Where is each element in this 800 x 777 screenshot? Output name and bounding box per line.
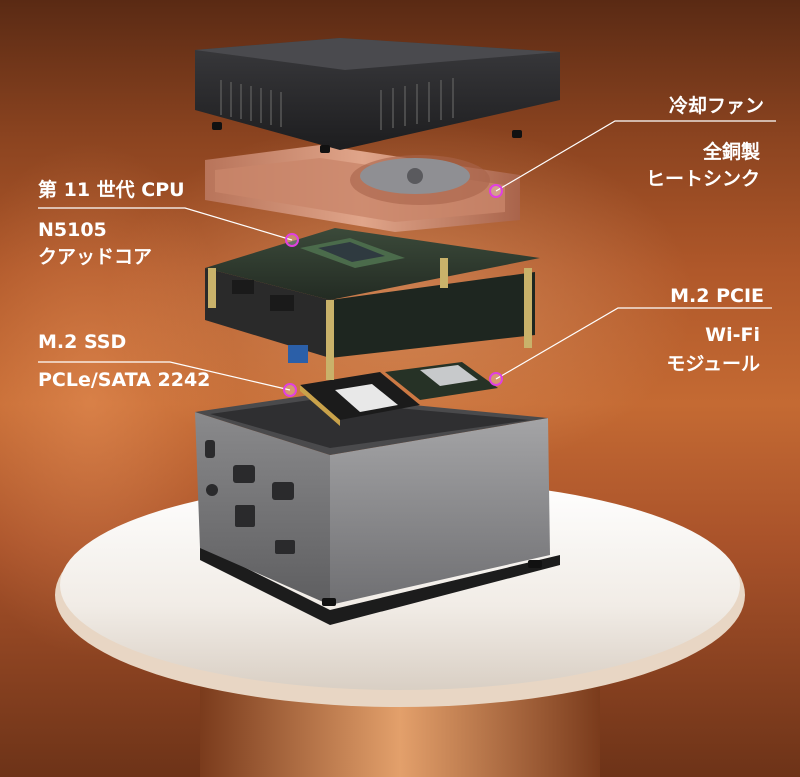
m2-ssd xyxy=(300,372,420,426)
heatsink-label-line1: 全銅製 xyxy=(702,141,760,163)
ssd-callout-dot xyxy=(283,383,297,397)
hdmi-port-2 xyxy=(272,482,294,500)
ethernet-port xyxy=(235,505,255,527)
bottom-case xyxy=(195,395,560,625)
wifi-label-line2: Wi-Fi xyxy=(705,324,760,346)
usb3-port xyxy=(288,345,308,363)
fan-callout-dot xyxy=(489,184,503,198)
ssd-label-line1: M.2 SSD xyxy=(38,331,127,353)
fan-callout-line xyxy=(495,120,776,192)
wifi-callout-line xyxy=(495,307,772,380)
usb-c-port xyxy=(205,440,215,458)
ssd-callout-line xyxy=(38,361,291,391)
top-lid xyxy=(195,38,560,153)
cpu-label-line1: 第 11 世代 CPU xyxy=(38,179,185,201)
ssd-label-line2: PCLe/SATA 2242 xyxy=(38,369,211,391)
callout-lines xyxy=(38,120,776,391)
fan-label: 冷却ファン xyxy=(668,95,764,117)
wifi-callout-dot xyxy=(489,372,503,386)
usb-a-port xyxy=(275,540,295,554)
cpu-label-line2: N5105 xyxy=(38,219,107,241)
wifi-label-line1: M.2 PCIE xyxy=(670,285,764,307)
wifi-label-line3: モジュール xyxy=(666,353,760,375)
m2-wifi-module xyxy=(385,362,498,400)
heatsink-label-line2: ヒートシンク xyxy=(645,168,760,190)
hdmi-port xyxy=(233,465,255,483)
audio-jack xyxy=(206,484,218,496)
cpu-callout-dot xyxy=(285,233,299,247)
cpu-callout-line xyxy=(38,207,293,241)
copper-heatsink xyxy=(205,145,520,232)
cpu-label-line3: クアッドコア xyxy=(38,246,153,268)
motherboard xyxy=(205,228,540,380)
